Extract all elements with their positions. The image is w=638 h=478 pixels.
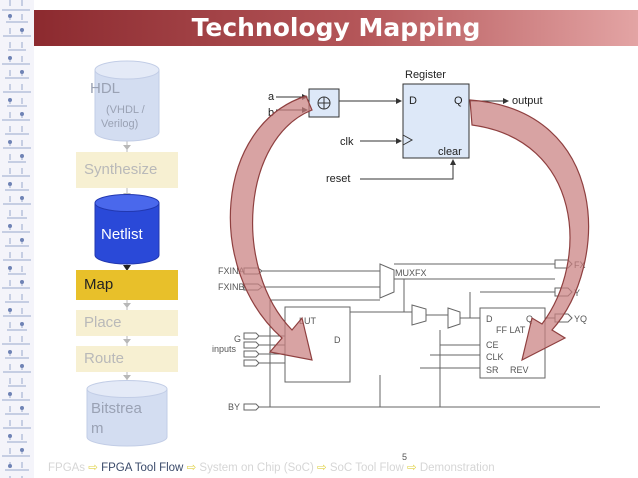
- inputs-label: inputs: [212, 344, 237, 354]
- decorative-sidebar-pattern: [0, 0, 34, 478]
- hdl-cylinder: [94, 60, 160, 142]
- hdl-sub-1: (VHDL /: [106, 104, 145, 116]
- hdl-label: HDL: [90, 80, 121, 97]
- footer-separator-1: ⇨: [88, 462, 98, 474]
- route-step: Route: [76, 346, 178, 372]
- ff-d-label: D: [486, 314, 493, 324]
- footer-separator-4: ⇨: [407, 462, 417, 474]
- slide-title: Technology Mapping: [191, 13, 481, 42]
- footer-breadcrumb: FPGAs ⇨ FPGA Tool Flow ⇨ System on Chip …: [48, 460, 495, 474]
- footer-item-soc[interactable]: System on Chip (SoC): [199, 462, 314, 474]
- register-d: D: [409, 95, 417, 107]
- register-box: [402, 83, 470, 159]
- clock-triangle: [402, 134, 414, 146]
- slice-labels: FXINA FXINB MUXFX FX Y YQ LUT D G inputs…: [212, 260, 587, 412]
- rtl-register-circuit: Register D Q clear a b output clk reset: [268, 69, 543, 185]
- input-b: b: [268, 107, 274, 119]
- ff-latch-label: FF LAT: [496, 325, 526, 335]
- lut-label: LUT: [299, 316, 317, 326]
- g-label: G: [234, 334, 241, 344]
- footer-item-soc-tool-flow[interactable]: SoC Tool Flow: [329, 462, 404, 474]
- clk-pin-label: CLK: [486, 352, 504, 362]
- register-label: Register: [405, 69, 446, 81]
- muxfx-label: MUXFX: [395, 268, 427, 278]
- footer-separator-2: ⇨: [186, 462, 197, 474]
- sr-label: SR: [486, 365, 499, 375]
- ff-q-label: Q: [526, 314, 533, 324]
- rev-label: REV: [510, 365, 529, 375]
- output-label: output: [512, 95, 543, 107]
- footer-item-fpgas[interactable]: FPGAs: [48, 462, 86, 474]
- footer-item-demonstration[interactable]: Demonstration: [419, 462, 495, 474]
- netlist-label: Netlist: [101, 226, 143, 243]
- input-a: a: [268, 91, 275, 103]
- title-bar: Technology Mapping: [34, 10, 638, 46]
- register-clear: clear: [438, 146, 462, 158]
- page-number: 5: [402, 452, 408, 462]
- map-step: Map: [76, 270, 178, 300]
- mapping-arrow-left: [229, 95, 313, 361]
- footer-separator-3: ⇨: [317, 462, 327, 474]
- ce-label: CE: [486, 340, 499, 350]
- fxina-label: FXINA: [218, 266, 245, 276]
- lut-d-label: D: [334, 335, 341, 345]
- yq-label: YQ: [574, 314, 587, 324]
- y-label: Y: [574, 288, 580, 298]
- place-step: Place: [76, 310, 178, 336]
- synthesize-step: Synthesize: [76, 152, 178, 188]
- bitstream-label-1: Bitstrea: [91, 400, 142, 417]
- netlist-cylinder: [94, 194, 160, 265]
- reset-label: reset: [326, 173, 350, 185]
- clk-label: clk: [340, 136, 354, 148]
- hdl-sub-2: Verilog): [101, 118, 139, 130]
- footer-item-fpga-tool-flow[interactable]: FPGA Tool Flow: [101, 462, 184, 474]
- by-label: BY: [228, 402, 240, 412]
- bitstream-label-2: m: [91, 420, 104, 437]
- mapping-diagram: Register D Q clear a b output clk reset: [212, 69, 600, 412]
- register-q: Q: [454, 95, 463, 107]
- mapping-arrow-right: [469, 99, 590, 362]
- fxinb-label: FXINB: [218, 282, 245, 292]
- bitstream-cylinder: [86, 380, 168, 447]
